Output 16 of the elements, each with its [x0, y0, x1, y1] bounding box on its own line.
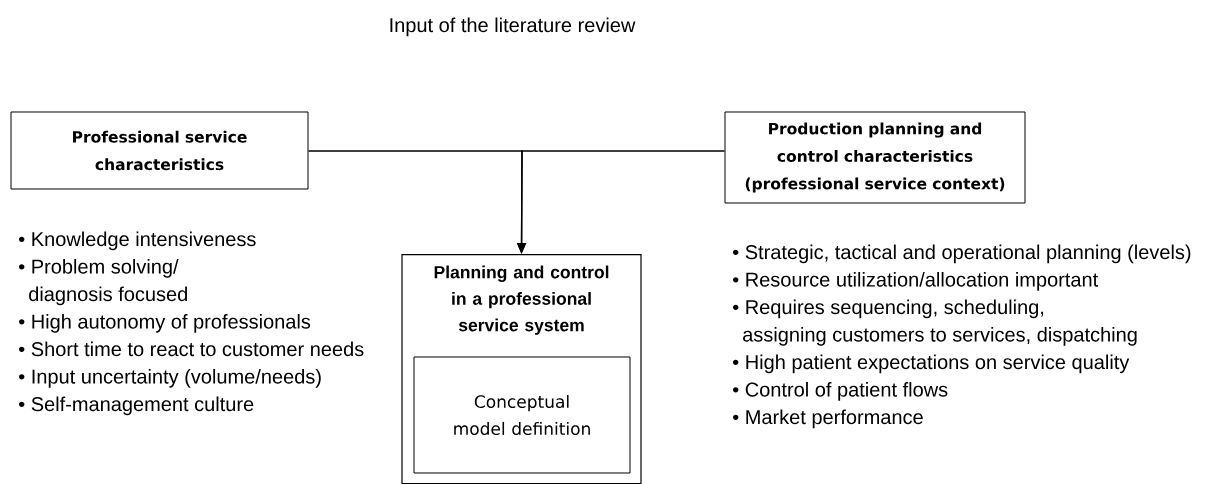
list-item: • Control of patient flows: [733, 382, 948, 401]
process-box: Production planning and control characteristics (professional service context): [724, 111, 1026, 204]
list-item: • Input uncertainty (volume/needs): [19, 369, 321, 388]
list-item: • Requires sequencing, scheduling, assigning customers to services, dispatching: [733, 299, 1137, 346]
title: Input of the literature review: [390, 17, 636, 37]
list-item: • Knowledge intensiveness: [19, 231, 256, 251]
list-item: • Self-management culture: [19, 396, 254, 416]
process-box: Professional service characteristics: [10, 111, 309, 190]
list-item: • Strategic, tactical and operational planning (levels): [733, 244, 1191, 264]
model-box: Conceptual model definition: [413, 356, 631, 474]
list-item: • High patient expectations on service quality: [733, 354, 1130, 374]
list-item: • Resource utilization/allocation important: [733, 272, 1099, 291]
list-item: • Market performance: [733, 409, 923, 429]
list-item: • Problem solving/ diagnosis focused: [19, 259, 187, 306]
list-item: • Short time to react to customer needs: [19, 341, 364, 357]
list-item: • High autonomy of professionals: [19, 314, 311, 333]
